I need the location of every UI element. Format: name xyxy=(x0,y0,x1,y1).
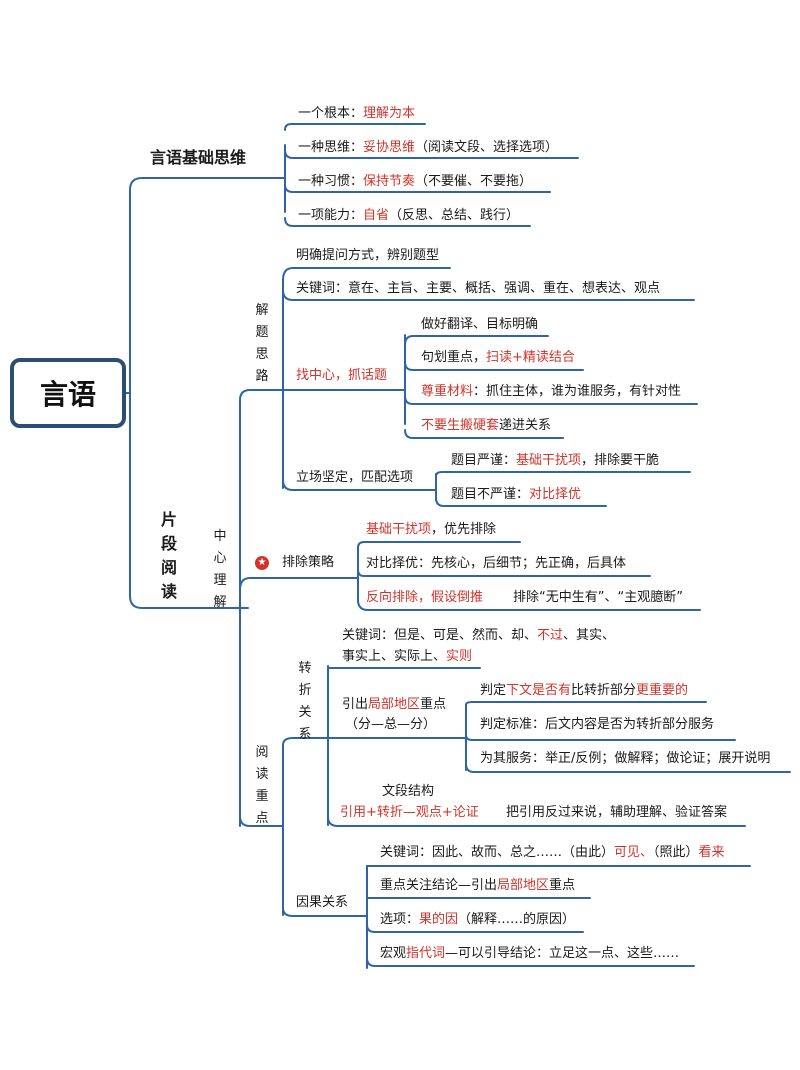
structure-title: 文段结构 xyxy=(382,784,435,799)
approach-item-1: 明确提问方式，辨别题型 xyxy=(296,248,440,263)
cause-item-3: 选项：果的因（解释……的原因） xyxy=(380,912,576,927)
reading-title: 片段阅读 xyxy=(160,510,177,601)
basic-item-1: 一个根本：理解为本 xyxy=(298,106,416,121)
stance-item-1: 题目严谨：基础干扰项，排除要干脆 xyxy=(451,453,660,468)
center-item-2: 句划重点，扫读+精读结合 xyxy=(421,350,575,365)
center-item-3: 尊重材料：抓住主体，谁为谁服务，有针对性 xyxy=(421,384,682,399)
cause-keywords: 关键词：因此、故而、总之……（由此）可见、（照此）看来 xyxy=(380,845,725,860)
basic-thinking-title: 言语基础思维 xyxy=(150,148,247,167)
cause-item-4: 宏观指代词—可以引导结论：立足这一点、这些…… xyxy=(380,946,680,961)
approach-item-2: 关键词：意在、主旨、主要、概括、强调、重在、想表达、观点 xyxy=(296,281,661,296)
cause-label: 因果关系 xyxy=(296,895,349,910)
root-node: 言语 xyxy=(10,358,126,428)
exclusion-item-2: 对比择优：先核心，后细节；先正确，后具体 xyxy=(366,556,627,571)
exclusion-item-1: 基础干扰项，优先排除 xyxy=(366,522,497,537)
local-region-sub: （分—总—分） xyxy=(345,717,437,732)
focus-label: 阅读重点 xyxy=(255,745,269,826)
exclusion-label: 排除策略 xyxy=(282,555,335,570)
star-icon: ★ xyxy=(255,556,269,570)
structure-desc: 把引用反过来说，辅助理解、验证答案 xyxy=(506,805,728,820)
judge-item-3: 为其服务：举正/反例；做解释；做论证；展开说明 xyxy=(480,751,771,766)
find-center-title: 找中心，抓话题 xyxy=(296,368,388,383)
basic-item-2: 一种思维：妥协思维（阅读文段、选择选项） xyxy=(298,140,559,155)
judge-item-1: 判定下文是否有比转折部分更重要的 xyxy=(480,683,689,698)
turn-keywords-1: 关键词：但是、可是、然而、却、不过、其实、 xyxy=(342,628,616,643)
local-region-title: 引出局部地区重点 xyxy=(342,697,447,712)
turn-keywords-2: 事实上、实际上、实则 xyxy=(342,649,473,664)
cause-item-2: 重点关注结论—引出局部地区重点 xyxy=(380,878,576,893)
stance-item-2: 题目不严谨：对比择优 xyxy=(451,487,582,502)
exclusion-item-3: 反向排除，假设倒推排除“无中生有”、“主观臆断” xyxy=(366,590,683,605)
center-item-1: 做好翻译、目标明确 xyxy=(421,317,539,332)
stance-title: 立场坚定，匹配选项 xyxy=(296,470,414,485)
center-item-4: 不要生搬硬套递进关系 xyxy=(421,418,552,433)
judge-item-2: 判定标准：后文内容是否为转折部分服务 xyxy=(480,717,715,732)
basic-item-3: 一种习惯：保持节奏（不要催、不要拖） xyxy=(298,174,533,189)
basic-item-4: 一项能力：自省（反思、总结、践行） xyxy=(298,208,520,223)
approach-label: 解题思路 xyxy=(255,303,269,384)
center-understanding-label: 中心理解 xyxy=(213,529,227,610)
structure-formula: 引用+转折—观点+论证 xyxy=(340,805,479,820)
turn-label: 转折关系 xyxy=(298,661,312,742)
